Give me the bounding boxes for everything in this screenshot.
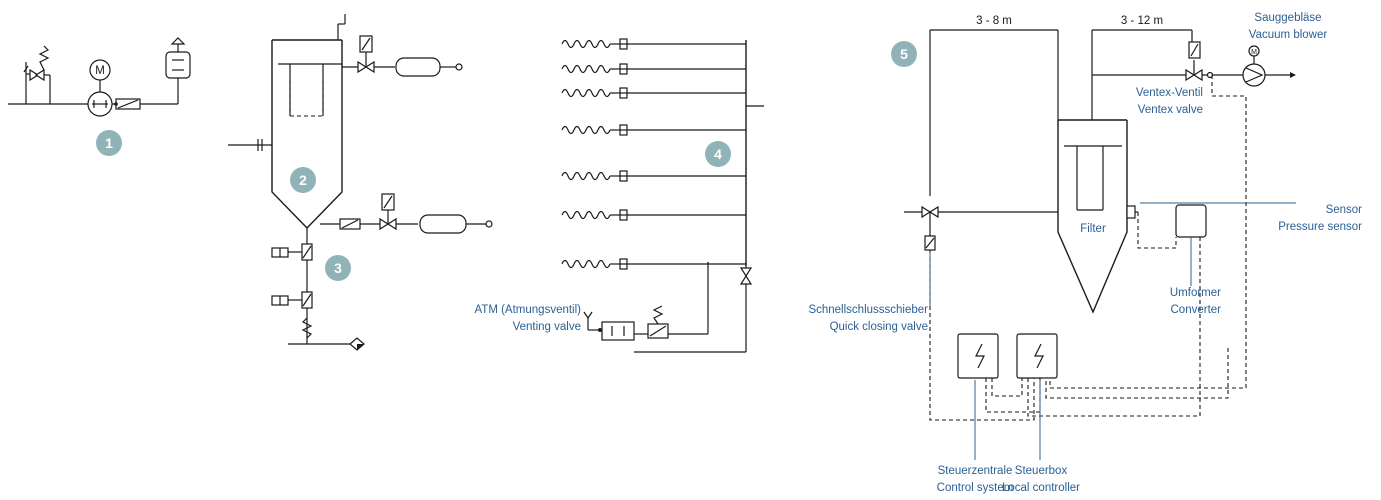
label-filter: Filter: [1080, 223, 1106, 235]
badge-3: 3: [325, 255, 351, 281]
dimension-3-8m: 3 - 8 m: [976, 15, 1012, 27]
vacuum-system: M: [904, 29, 1296, 460]
suction-hose-5: [561, 170, 746, 182]
blower-motor-label: M: [1251, 49, 1257, 56]
badge-2: 2: [290, 167, 316, 193]
label-vacuum-blower-en: Vacuum blower: [1249, 29, 1328, 41]
label-venting-valve-en: Venting valve: [513, 321, 581, 333]
label-sensor-de: Sensor: [1326, 204, 1363, 216]
label-control-system-de: Steuerzentrale: [938, 465, 1013, 477]
dimension-3-12m: 3 - 12 m: [1121, 15, 1163, 27]
pump-unit: M: [8, 37, 191, 117]
label-vacuum-blower-de: Sauggebläse: [1254, 12, 1321, 24]
label-converter-en: Converter: [1171, 304, 1222, 316]
label-quick-closing-valve-de: Schnellschlussschieber: [808, 304, 928, 316]
label-local-controller-en: Local controller: [1002, 482, 1080, 494]
svg-text:4: 4: [714, 146, 722, 162]
label-venting-valve-de: ATM (Atmungsventil): [474, 304, 581, 316]
motor-label: M: [95, 65, 105, 77]
suction-hose-2: [561, 63, 746, 75]
label-ventex-valve-de: Ventex-Ventil: [1136, 87, 1203, 99]
suction-hose-6: [561, 209, 746, 221]
suction-hose-1: [561, 38, 746, 50]
badge-5: 5: [891, 41, 917, 67]
label-control-system-en: Control system: [937, 482, 1014, 494]
badge-4: 4: [705, 141, 731, 167]
hose-manifold: [561, 38, 764, 353]
svg-text:1: 1: [105, 135, 113, 151]
label-ventex-valve-en: Ventex valve: [1138, 104, 1203, 116]
badge-1: 1: [96, 130, 122, 156]
suction-hose-3: [561, 87, 746, 99]
svg-text:2: 2: [299, 172, 307, 188]
filter-vessel-unit: [228, 14, 493, 351]
suction-hose-4: [561, 124, 746, 136]
svg-text:3: 3: [334, 260, 342, 276]
suction-hose-7: [561, 258, 746, 270]
label-converter-de: Umformer: [1170, 287, 1221, 299]
label-sensor-en: Pressure sensor: [1278, 221, 1362, 233]
svg-text:5: 5: [900, 46, 908, 62]
label-local-controller-de: Steuerbox: [1015, 465, 1068, 477]
label-quick-closing-valve-en: Quick closing valve: [830, 321, 928, 333]
